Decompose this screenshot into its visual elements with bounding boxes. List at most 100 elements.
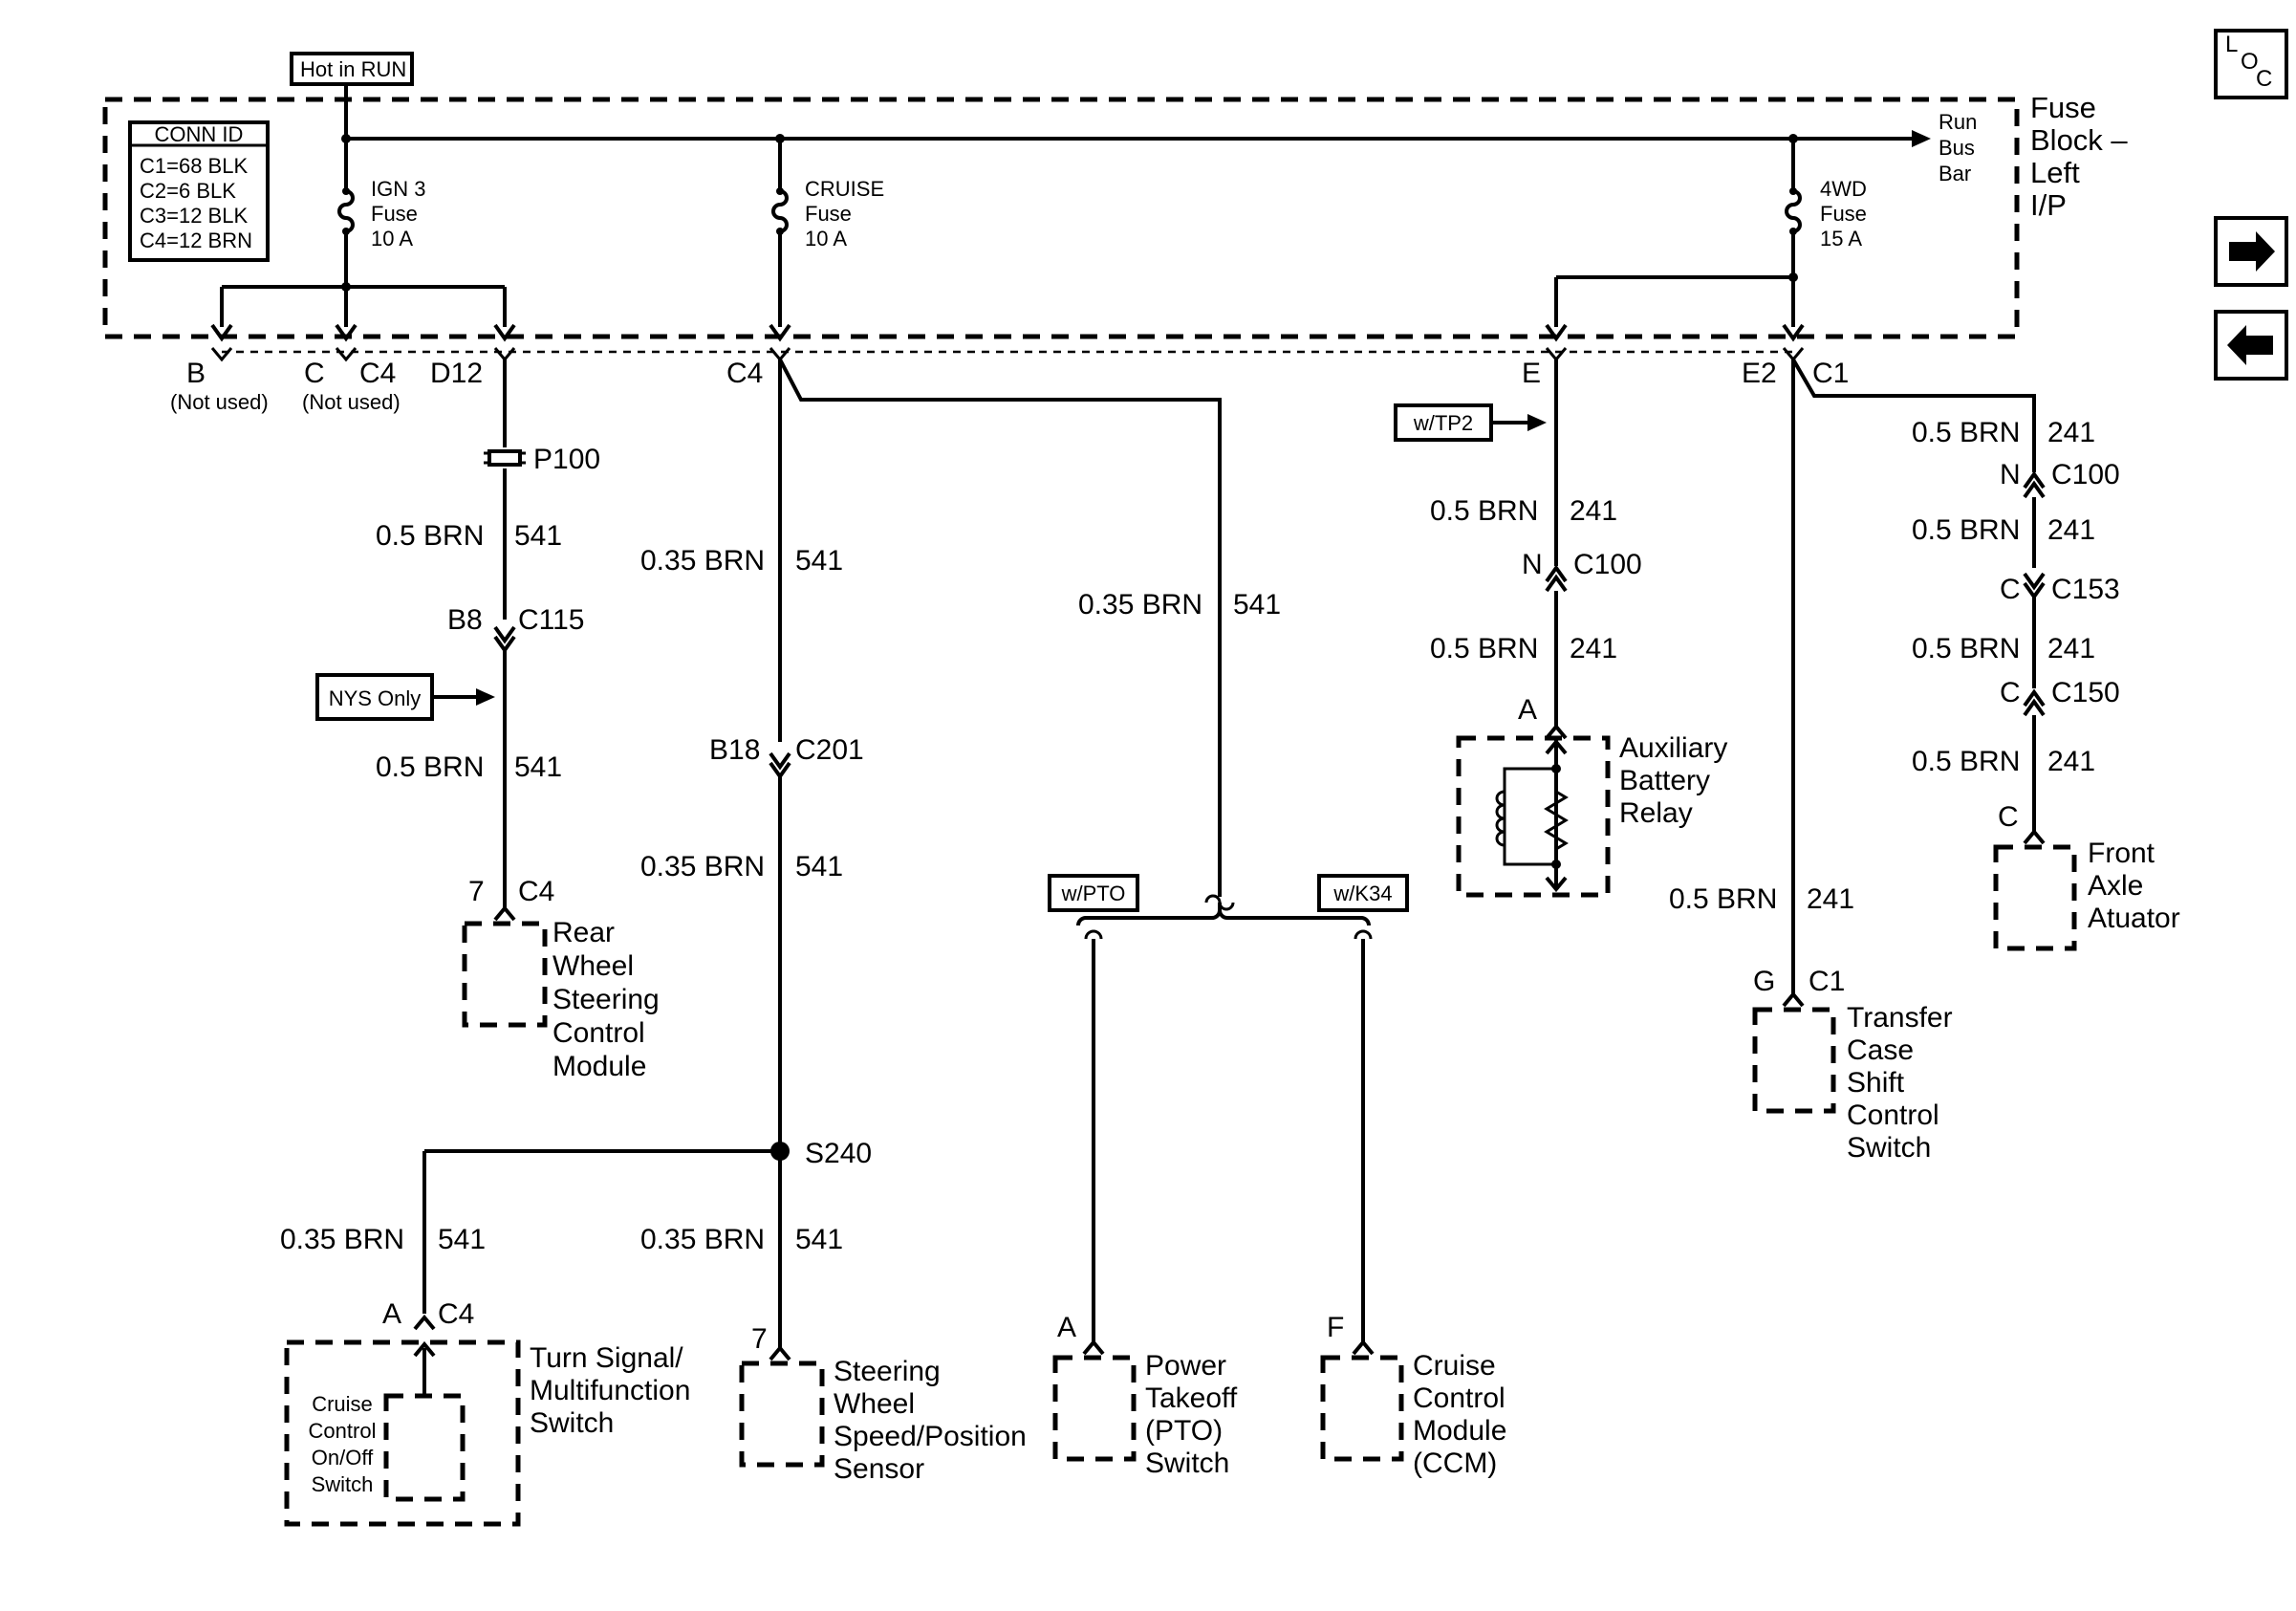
pin-b18-label: B18 [709,734,760,766]
connector-c153-icon [2023,572,2046,591]
conn-id-table: CONN ID C1=68 BLK C2=6 BLK C3=12 BLK C4=… [128,120,270,262]
rwsteer-label-3: Steering [552,984,660,1015]
steering-sensor-label-4: Sensor [834,1453,924,1485]
pin-n-label: N [2000,459,2021,490]
ign3-fuse-label-2: Fuse [371,202,418,226]
wire-number-label: 241 [2047,417,2095,448]
wire-color-label: 0.5 BRN [1430,495,1538,527]
wire-number-label: 541 [1233,589,1281,620]
wire-number-label: 541 [795,545,843,577]
wire-color-label: 0.5 BRN [1912,746,2020,777]
wire-color-label: 0.5 BRN [376,751,484,783]
component-terminal-icon [413,1314,436,1331]
wire-number-label: 541 [514,520,562,552]
connector-c150-icon [2023,698,2046,717]
component-terminal-icon [1782,991,1805,1008]
loc-button-frame[interactable] [2214,29,2288,99]
conn-id-row: C1=68 BLK [140,154,248,178]
option-break-icon [1354,929,1373,940]
wire-color-label: 0.35 BRN [640,1224,765,1255]
transfer-outline [1752,1007,1836,1114]
connector-mark-icon [493,347,516,362]
4wd-fuse-label-1: 4WD [1820,177,1867,201]
pin-b8-label: B8 [447,604,483,636]
ign3-fuse-label-1: IGN 3 [371,177,425,201]
nav-buttons: L O C [2214,29,2288,381]
connector-c100-icon [1545,564,1568,583]
conn-id-row: C4=12 BRN [140,229,252,252]
turn-signal-label-1: Turn Signal/ [530,1342,683,1374]
terminal-b-label: B [186,358,206,389]
component-terminal-icon [769,1344,791,1361]
conn-id-row: C2=6 BLK [140,179,236,203]
fuse-node [342,187,350,195]
terminal-arrow-icon [769,323,791,342]
wire-color-label: 0.5 BRN [1912,514,2020,546]
terminal-b-note: (Not used) [170,390,269,414]
transfer-label-4: Control [1847,1099,1939,1131]
relay-arrow-icon [1545,738,1568,755]
terminal-arrow-icon [1545,323,1568,342]
prev-page-button[interactable] [2214,310,2288,381]
transfer-pin-label: G [1753,966,1775,997]
fuse-block-title-1: Fuse [2030,91,2096,124]
switch-arrow-icon [413,1340,436,1358]
conn-id-title: CONN ID [155,122,244,146]
pto-label-1: Power [1145,1350,1226,1382]
wire-color-label: 0.35 BRN [1078,589,1202,620]
arrow-right-icon [2229,231,2275,272]
p100-symbol-icon [487,449,522,467]
next-page-frame[interactable] [2214,216,2288,287]
component-terminal-icon [1545,723,1568,740]
turn-signal-switch-outline [284,1339,521,1527]
wire-number-label: 541 [795,851,843,882]
4wd-fuse-label-2: Fuse [1820,202,1867,226]
wire-color-label: 0.5 BRN [1912,417,2020,448]
circuit-aux-battery-relay: w/TP2 0.5 BRN 241 N C100 0.5 BRN 241 A A… [1394,359,1727,898]
connector-c100-icon [2023,470,2046,490]
fuse-symbol-icon [337,189,355,233]
pto-pin-label: A [1057,1312,1076,1343]
rwsteer-conn-label: C4 [518,876,554,907]
connector-mark-icon [210,347,233,362]
aux-relay-pin-label: A [1518,694,1537,726]
loc-o-label: O [2241,49,2259,75]
connector-c115-icon [493,625,516,644]
component-terminal-icon [493,904,516,922]
aux-relay-label-2: Battery [1619,765,1710,796]
arrow-left-icon [2227,325,2273,365]
4wd-fuse: 4WD Fuse 15 A [1545,139,1867,342]
terminal-arrow-icon [493,323,516,342]
front-axle-label-2: Axle [2088,870,2143,902]
wire-number-label: 541 [514,751,562,783]
next-page-button[interactable] [2214,216,2288,287]
fuse-symbol-icon [771,189,789,233]
option-break-icon [1084,929,1103,940]
run-bus-label-2: Bus [1939,136,1975,160]
wire-color-label: 0.5 BRN [1912,633,2020,664]
wire-number-label: 241 [1807,883,1854,915]
connector-c115-label: C115 [518,604,585,636]
cruise-switch-label-2: Control [309,1419,377,1443]
wire-color-label: 0.5 BRN [376,520,484,552]
loc-button[interactable]: L O C [2214,29,2288,99]
pto-label-4: Switch [1145,1448,1229,1479]
terminal-arrow-icon [335,323,357,342]
fuse-block: Hot in RUN Fuse Block – Left I/P Run Bus… [102,52,2128,414]
connector-c150-label: C150 [2051,677,2120,708]
terminal-e2-label: E2 [1742,358,1777,389]
rwsteer-label-4: Control [552,1017,645,1049]
transfer-label-2: Case [1847,1034,1914,1066]
tp2-arrow-icon [1527,414,1547,431]
turn-signal-pin-label: A [382,1298,401,1330]
ccm-label-3: Module [1413,1415,1506,1447]
w-k34-label: w/K34 [1332,882,1392,905]
terminal-e-label: E [1522,358,1541,389]
loc-l-label: L [2225,32,2238,57]
ccm-outline [1320,1355,1404,1462]
pin-c-label: C [2000,677,2021,708]
loc-c-label: C [2256,66,2272,92]
steering-sensor-pin-label: 7 [751,1323,768,1355]
terminal-c4-cruise-label: C4 [726,358,763,389]
terminal-c-label: C [304,358,325,389]
